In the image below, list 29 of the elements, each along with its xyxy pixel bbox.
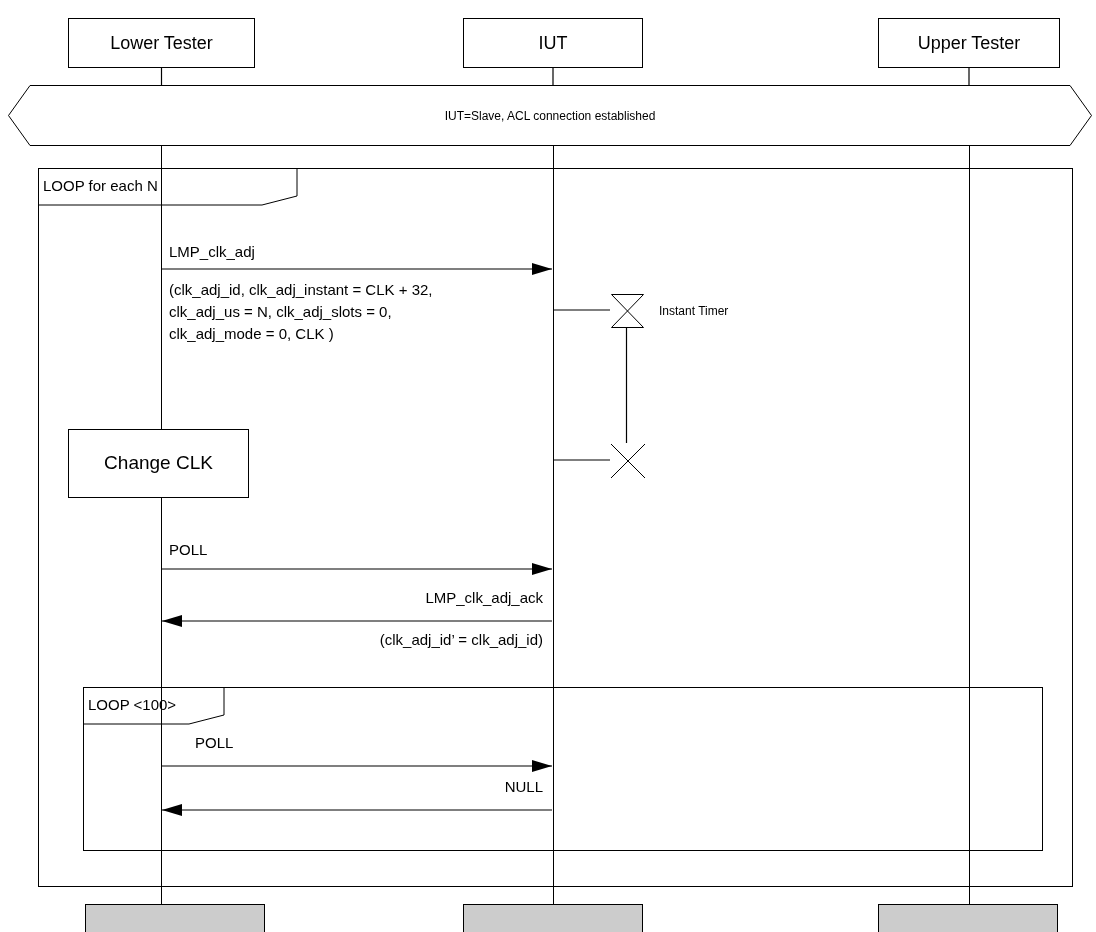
lifeline-end-bar — [463, 904, 643, 932]
connector-line — [553, 459, 611, 461]
connector-line — [160, 67, 163, 86]
node-label: Lower Tester — [110, 31, 213, 55]
timer-start-symbol — [611, 294, 644, 328]
node-label: IUT — [538, 31, 568, 55]
message-arrow — [161, 760, 553, 772]
lifeline-end-bar — [85, 904, 265, 932]
message-arrow — [161, 804, 553, 816]
connector-line — [553, 309, 611, 311]
frame-label: LOOP for each N — [43, 177, 158, 194]
lifeline-header-box — [878, 18, 1060, 68]
timer-label: Instant Timer — [659, 303, 729, 320]
loop-frame — [38, 168, 1073, 887]
message-arrow — [161, 615, 553, 627]
message-arrow — [161, 263, 553, 275]
message-arrow — [161, 563, 553, 575]
connector-line — [968, 67, 970, 86]
action-box — [68, 429, 249, 498]
loop-frame-tab — [83, 687, 225, 725]
lifeline-header-box — [463, 18, 643, 68]
lifeline-end-bar — [878, 904, 1058, 932]
connector-line — [625, 326, 628, 444]
node-label: Change CLK — [104, 451, 213, 476]
connector-line — [552, 67, 554, 86]
node-label: IUT=Slave, ACL connection established — [444, 108, 656, 123]
lifeline-header-box — [68, 18, 255, 68]
timer-expiry-symbol — [611, 444, 645, 478]
node-label: Upper Tester — [917, 31, 1021, 55]
